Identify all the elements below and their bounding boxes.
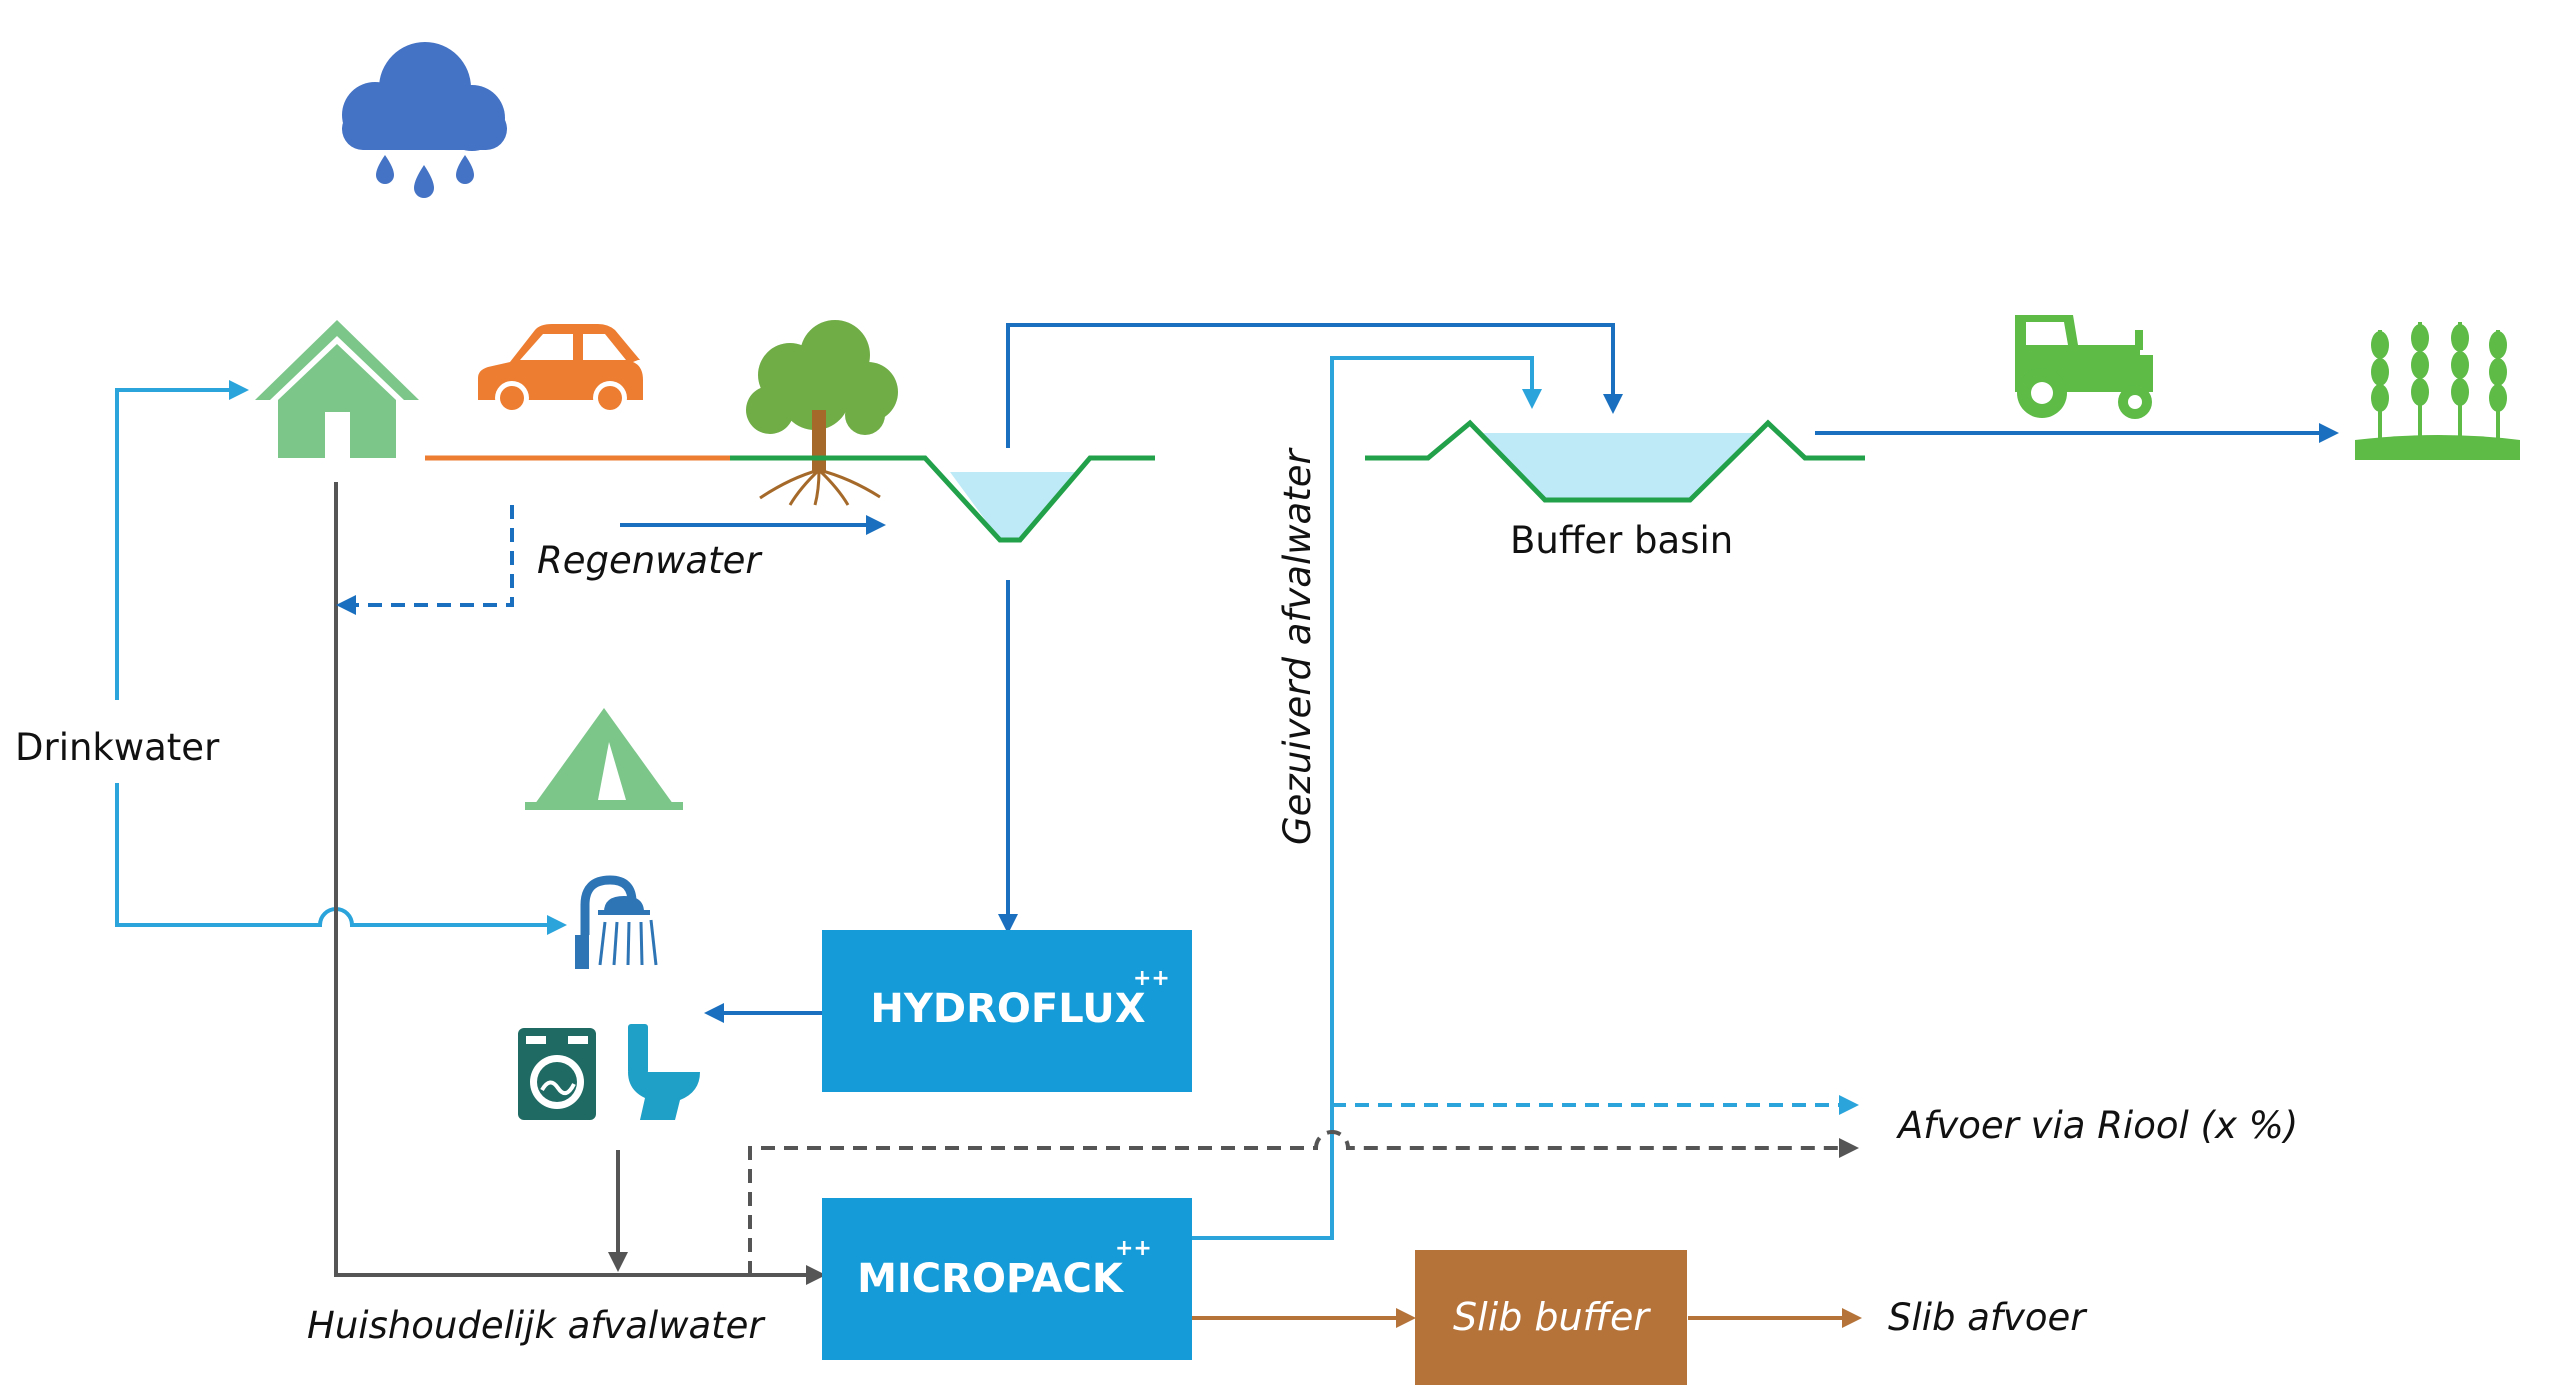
hydroflux-superscript: ++	[1133, 966, 1170, 991]
buffer-basin	[1365, 419, 1865, 503]
regenwater-label: Regenwater	[537, 539, 763, 582]
swale-to-buffer-arrow	[1006, 323, 1623, 448]
tent-icon	[525, 708, 683, 810]
tree-icon	[746, 320, 898, 506]
micropack-label: MICROPACK	[857, 1256, 1125, 1302]
toilet-icon	[628, 1024, 700, 1120]
slib-afvoer-label: Slib afvoer	[1888, 1296, 2088, 1339]
hydroflux-label: HYDROFLUX	[870, 986, 1145, 1032]
micropack-box: MICROPACK ++	[822, 1198, 1192, 1360]
gezuiverd-afvalwater-label: Gezuiverd afvalwater	[1276, 447, 1319, 845]
swale	[730, 455, 1155, 543]
drinkwater-label: Drinkwater	[15, 726, 220, 769]
afvoer-riool-label: Afvoer via Riool (x %)	[1896, 1104, 2298, 1147]
hydroflux-box: HYDROFLUX ++	[822, 930, 1192, 1092]
micropack-superscript: ++	[1115, 1236, 1152, 1261]
crops-icon	[2355, 322, 2520, 460]
washing-machine-icon	[518, 1028, 596, 1120]
sewer-dashed-grey-arrow	[748, 1130, 1859, 1275]
tractor-icon	[2015, 315, 2153, 419]
rain-cloud-icon	[342, 42, 507, 198]
huishoudelijk-afvalwater-label: Huishoudelijk afvalwater	[307, 1304, 766, 1347]
house-icon	[255, 320, 419, 458]
slib-buffer-label: Slib buffer	[1453, 1295, 1651, 1339]
shower-icon	[575, 875, 658, 969]
drinkwater-to-shower-arrow	[115, 783, 567, 935]
buffer-basin-label: Buffer basin	[1510, 519, 1733, 562]
gezuiverd-afvalwater-line	[1192, 356, 1542, 1240]
car-icon	[478, 324, 643, 415]
drinkwater-to-house-arrow	[115, 380, 249, 700]
rain-to-house-dashed-arrow	[336, 505, 514, 615]
slib-buffer-box: Slib buffer	[1415, 1250, 1687, 1385]
house-wastewater-line	[334, 482, 826, 1285]
